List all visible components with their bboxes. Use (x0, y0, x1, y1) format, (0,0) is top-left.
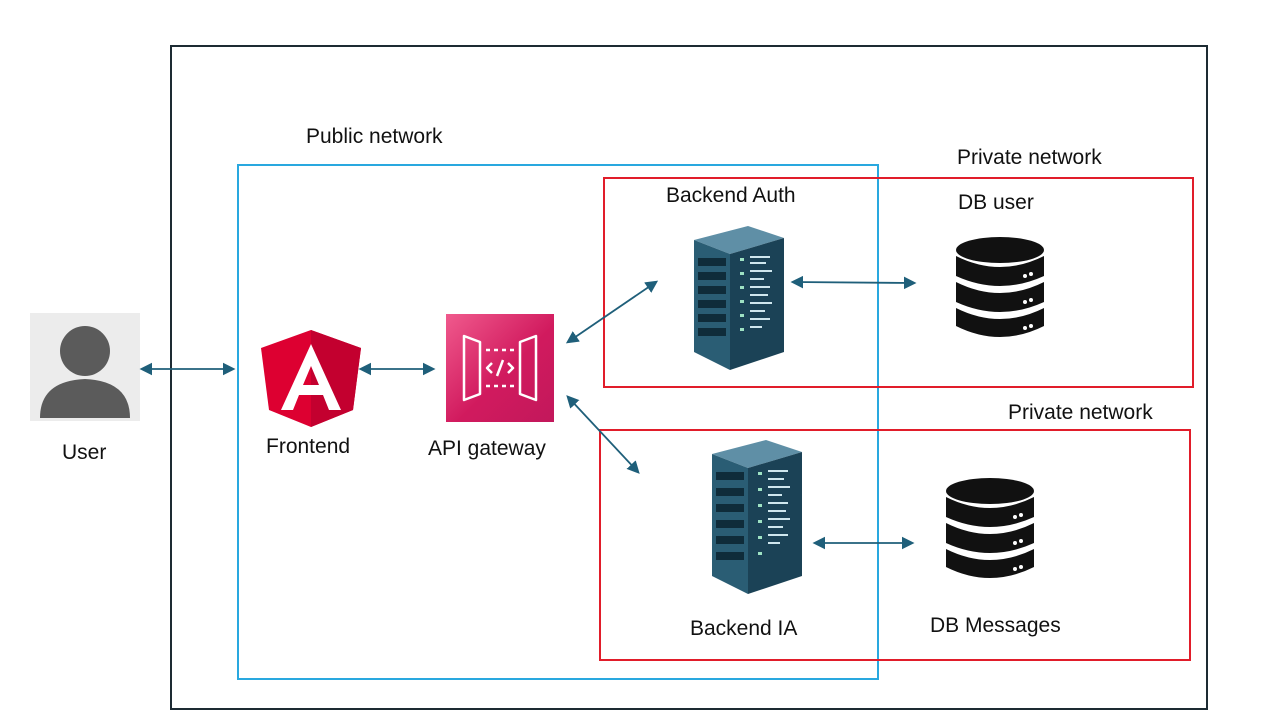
public-network-zone (237, 164, 879, 680)
frontend-label: Frontend (266, 435, 351, 458)
user-label: User (62, 441, 107, 464)
server-rack-icon (688, 222, 788, 372)
backend-ia-label: Backend IA (690, 617, 798, 640)
outer-boundary (170, 45, 1208, 710)
db-messages-label: DB Messages (930, 614, 1061, 637)
api-gateway-icon (446, 314, 554, 422)
database-cylinder-icon (945, 477, 1035, 583)
user-silhouette-icon (30, 313, 140, 421)
database-cylinder-icon (955, 236, 1045, 342)
server-rack-icon (706, 436, 806, 596)
api-gateway-label: API gateway (428, 437, 546, 460)
private-network-zone-ia (599, 429, 1191, 661)
backend-auth-label: Backend Auth (666, 184, 796, 207)
public-network-label: Public network (306, 125, 443, 148)
angular-logo-icon (259, 328, 363, 428)
db-user-label: DB user (958, 191, 1034, 214)
private-network-label-bottom: Private network (1008, 401, 1153, 424)
private-network-label-top: Private network (957, 146, 1102, 169)
